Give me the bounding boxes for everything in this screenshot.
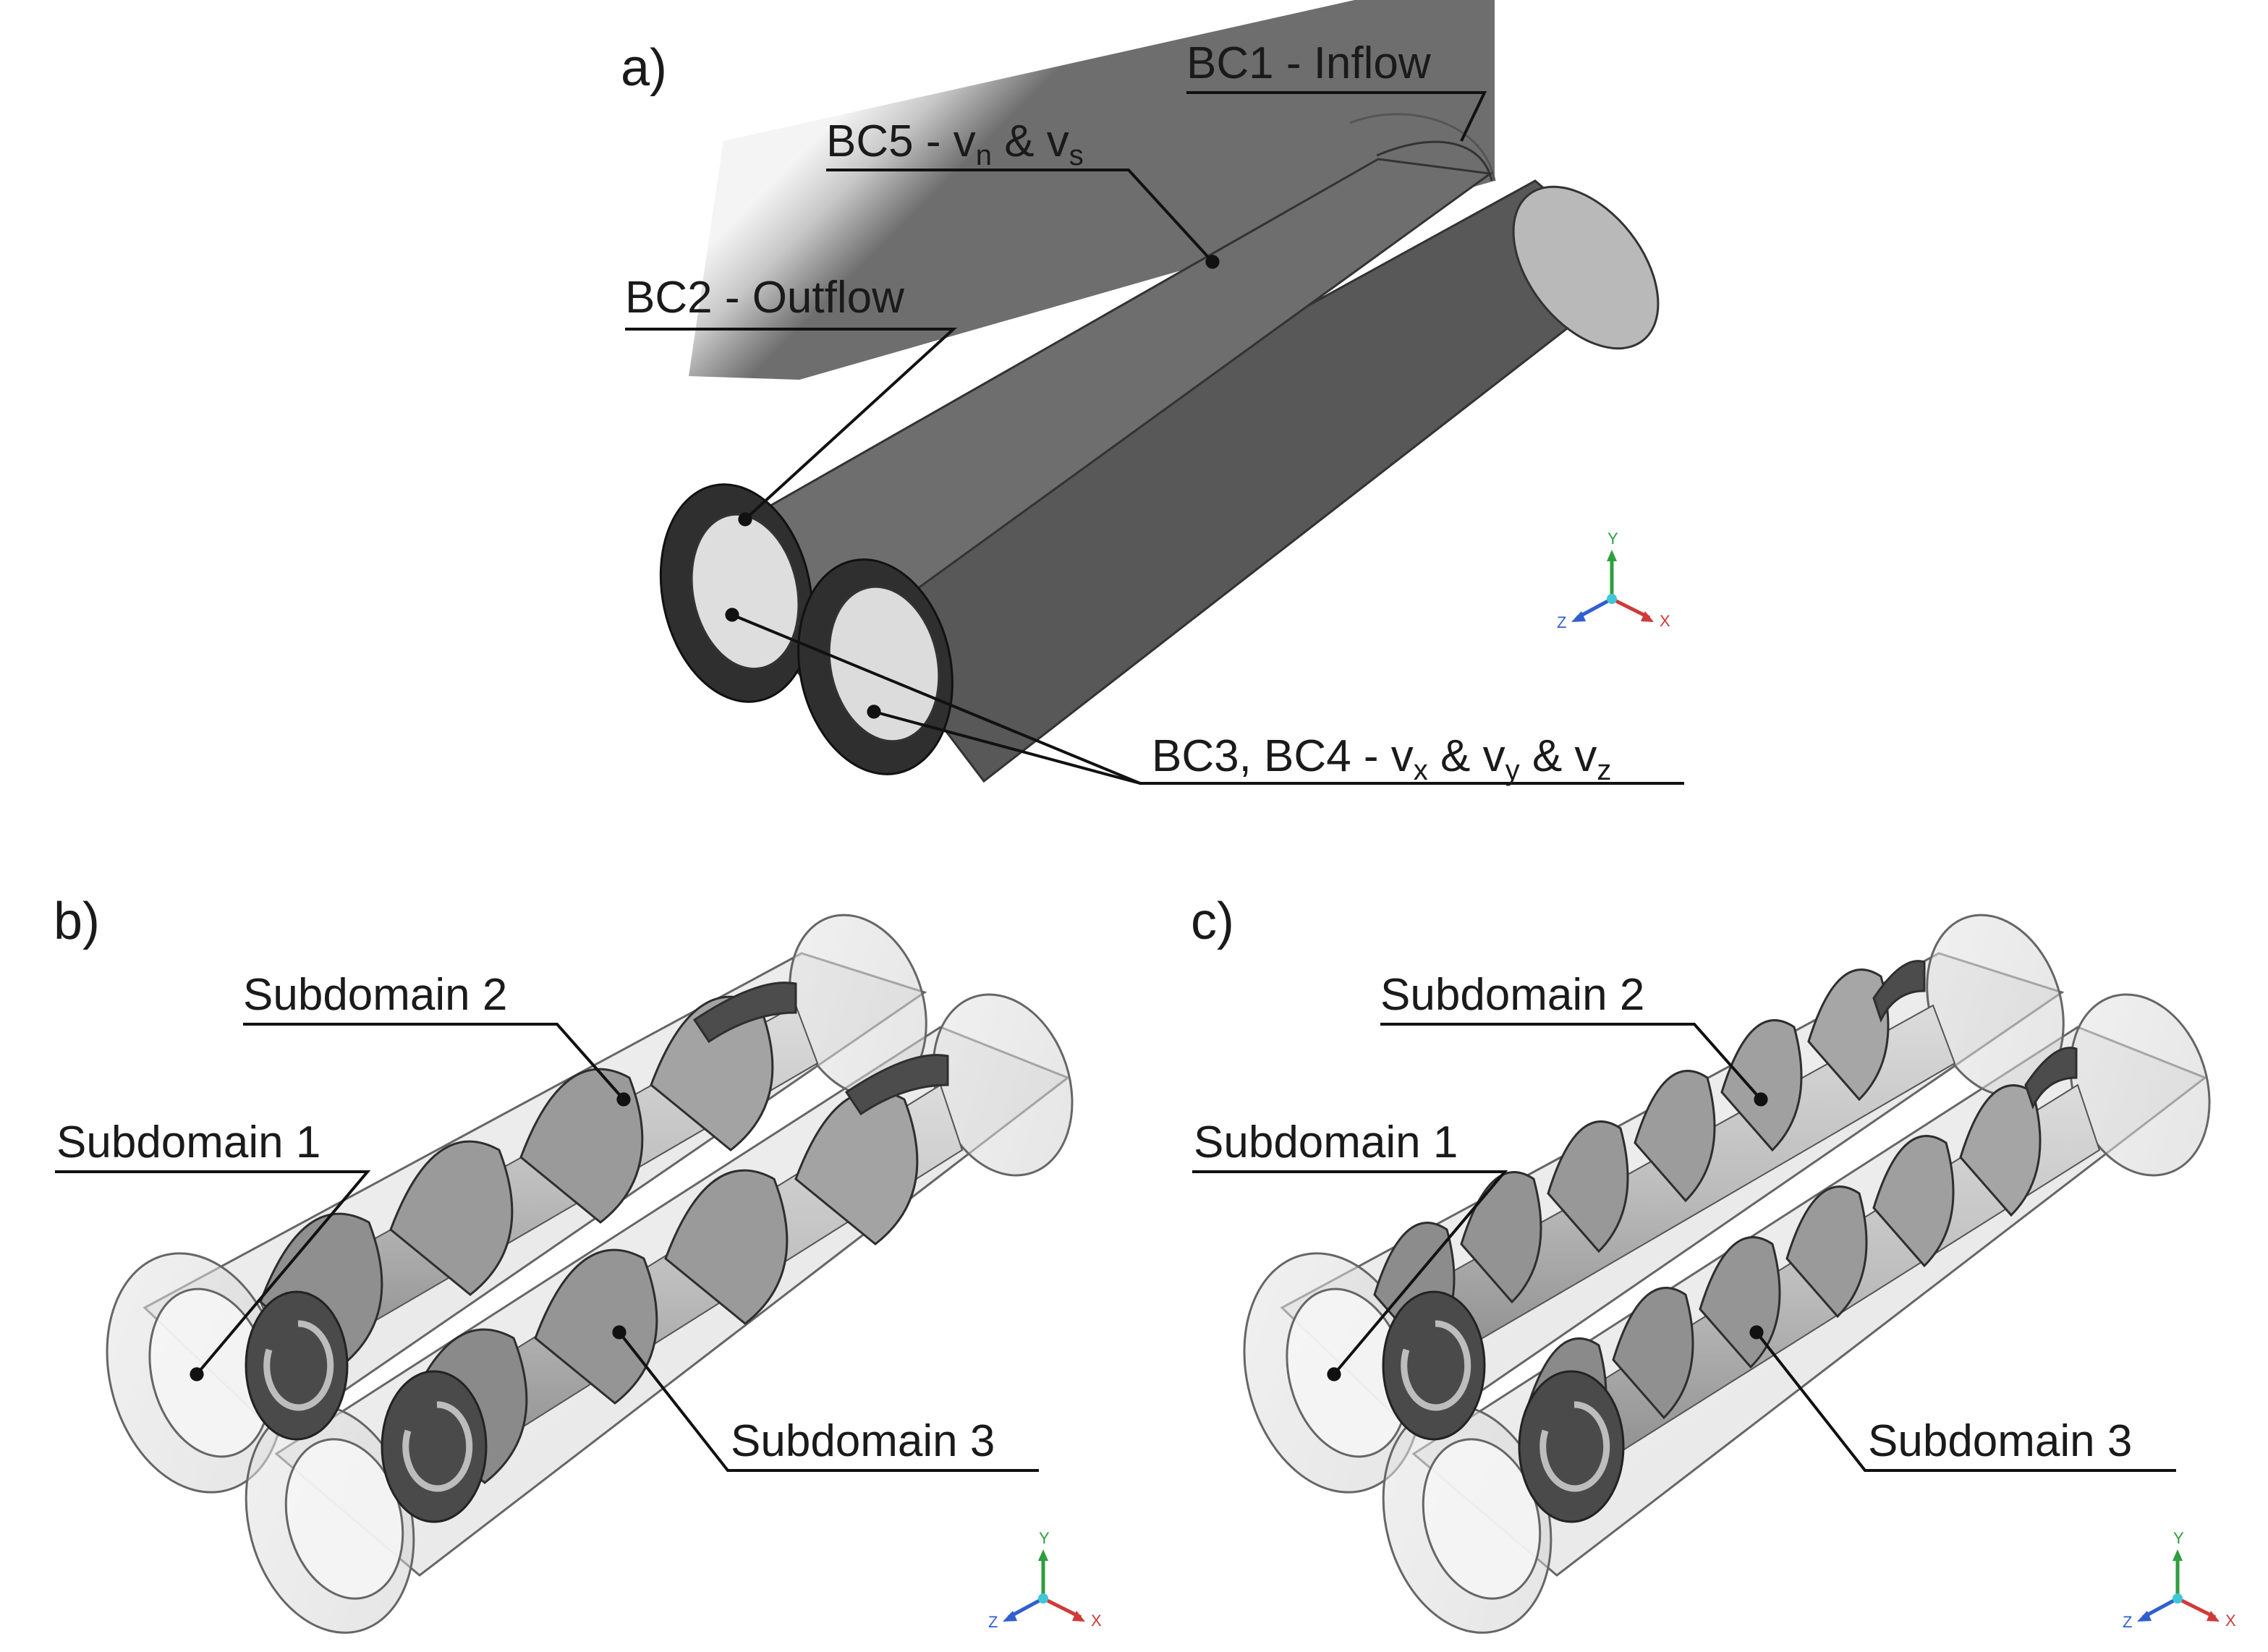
leader-bc34-2	[867, 704, 1141, 785]
rotation-arrow-icon	[1401, 1320, 1471, 1411]
svg-text:Y: Y	[2173, 1529, 2184, 1547]
screw-tip-1-c	[1382, 1290, 1486, 1441]
screw-tip-1-b	[245, 1290, 349, 1441]
rotation-arrow-icon	[1539, 1401, 1610, 1492]
leader-b-sd1	[55, 1170, 371, 1381]
axis-triad-a: Y X Z	[1557, 529, 1670, 631]
screw-tip-2-b	[381, 1370, 488, 1523]
callout-leaders-c	[1192, 1023, 2176, 1472]
leader-b-sd2	[243, 1023, 631, 1107]
svg-text:Z: Z	[988, 1613, 998, 1631]
rotation-arrow-icon	[402, 1401, 473, 1492]
panel-a: a)	[621, 0, 1684, 786]
svg-text:X: X	[1660, 612, 1670, 630]
label-b-subdomain-1: Subdomain 1	[56, 1117, 320, 1167]
svg-text:X: X	[1091, 1611, 1102, 1630]
rotation-arrow-icon	[263, 1320, 334, 1411]
panel-c: c)	[1191, 893, 2236, 1634]
panel-b: b)	[54, 893, 1102, 1634]
callout-bc2: BC2 - Outflow	[625, 273, 904, 323]
callout-bc34: BC3, BC4 - vx & vy & vz	[1152, 731, 1611, 786]
leader-bc2	[625, 328, 958, 527]
outflow-annulus-left	[659, 483, 814, 703]
callout-leaders-a	[625, 91, 1684, 785]
svg-text:Z: Z	[2123, 1613, 2132, 1631]
label-b-subdomain-2: Subdomain 2	[243, 970, 507, 1020]
label-c-subdomain-2: Subdomain 2	[1380, 970, 1644, 1020]
panel-b-label: b)	[54, 893, 100, 950]
panel-a-label: a)	[621, 39, 667, 97]
leader-b-sd3	[612, 1325, 1039, 1472]
svg-text:Y: Y	[1039, 1529, 1050, 1547]
barrel-back-cylinder	[689, 0, 1496, 380]
leader-bc1	[1186, 91, 1487, 142]
leader-bc5	[826, 169, 1220, 269]
leader-c-sd2	[1380, 1023, 1768, 1107]
svg-text:Z: Z	[1557, 613, 1566, 631]
axis-triad-c: Y X Z	[2123, 1529, 2236, 1631]
callout-bc1: BC1 - Inflow	[1186, 38, 1431, 88]
callout-leaders-b	[55, 1023, 1039, 1472]
screw-tip-2-c	[1518, 1370, 1625, 1523]
leader-c-sd3	[1749, 1325, 2176, 1472]
outflow-annulus-right	[797, 558, 954, 775]
label-c-subdomain-1: Subdomain 1	[1194, 1117, 1458, 1167]
callout-bc5: BC5 - vn & vs	[826, 116, 1084, 171]
axis-triad-b: Y X Z	[988, 1529, 1102, 1631]
leader-c-sd1	[1192, 1170, 1508, 1381]
svg-text:Y: Y	[1607, 529, 1618, 548]
label-b-subdomain-3: Subdomain 3	[731, 1416, 995, 1466]
label-c-subdomain-3: Subdomain 3	[1868, 1416, 2132, 1466]
svg-text:X: X	[2225, 1611, 2236, 1630]
panel-c-label: c)	[1191, 893, 1234, 950]
